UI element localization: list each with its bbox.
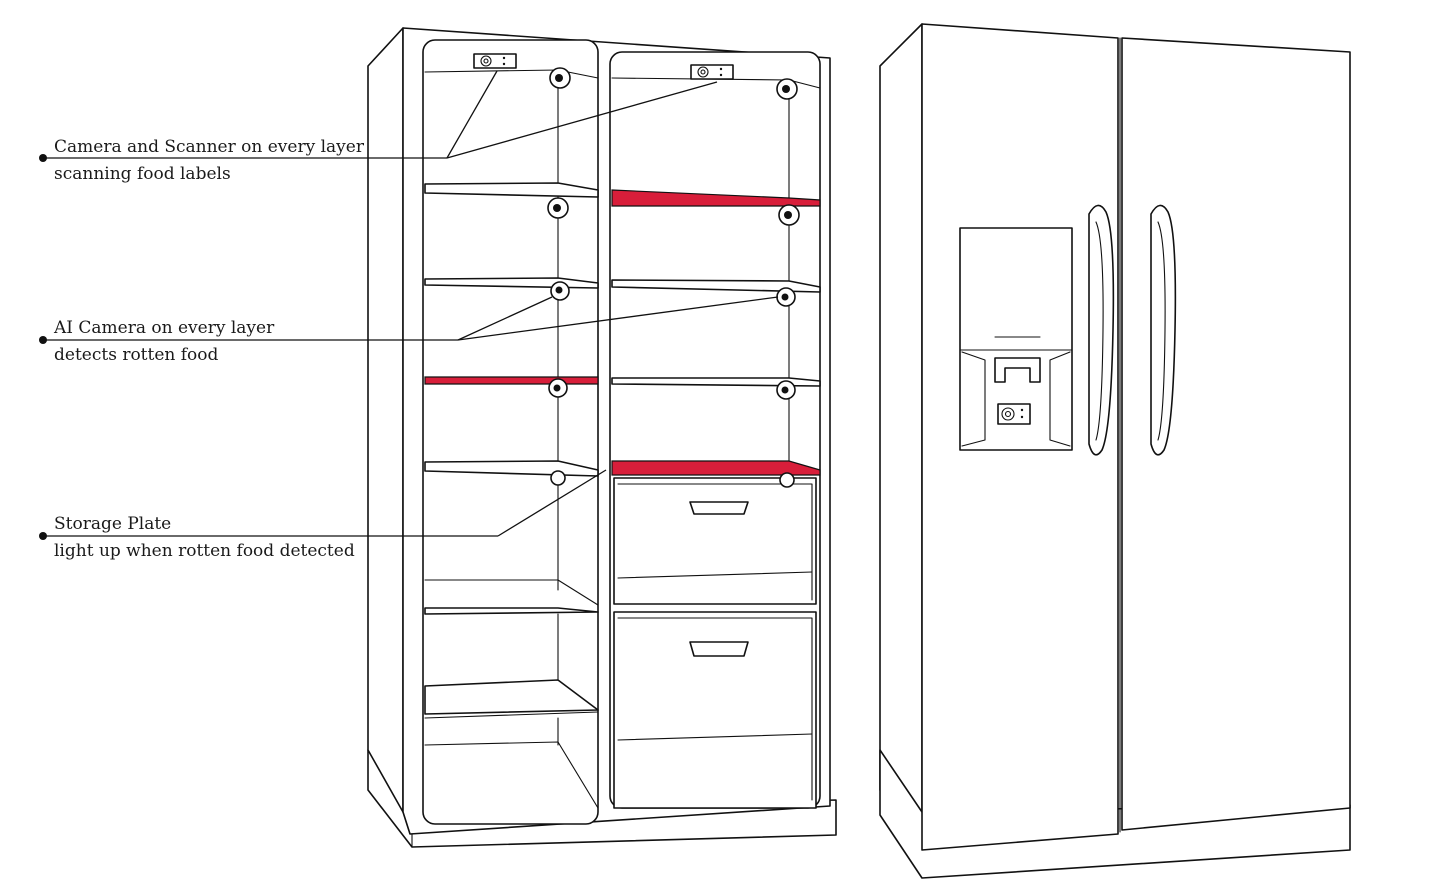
callout-storage-plate-line1: Storage Plate bbox=[54, 514, 171, 534]
camera-icon bbox=[551, 282, 569, 300]
camera-icon bbox=[777, 79, 797, 99]
open-fridge bbox=[368, 28, 836, 847]
callout-scanner-line1: Camera and Scanner on every layer bbox=[54, 137, 365, 157]
camera-icon bbox=[777, 288, 795, 306]
scanner-icon bbox=[691, 65, 733, 79]
camera-icon bbox=[549, 379, 567, 397]
fridge-side-panel bbox=[368, 28, 403, 812]
callout-storage-plate-line2: light up when rotten food detected bbox=[54, 541, 355, 561]
scanner-icon bbox=[998, 404, 1030, 424]
camera-icon bbox=[551, 471, 565, 485]
fridge-side-panel bbox=[880, 24, 922, 850]
camera-icon bbox=[779, 205, 799, 225]
storage-plate-lit bbox=[425, 377, 598, 384]
callout-ai-camera-line2: detects rotten food bbox=[54, 345, 219, 365]
crisper-drawer-top bbox=[614, 478, 816, 604]
camera-icon bbox=[548, 198, 568, 218]
scanner-icon bbox=[474, 54, 516, 68]
closed-fridge bbox=[880, 24, 1350, 878]
shelf bbox=[425, 608, 598, 614]
camera-icon bbox=[780, 473, 794, 487]
water-dispenser bbox=[960, 228, 1072, 450]
camera-icon bbox=[550, 68, 570, 88]
callout-scanner-line2: scanning food labels bbox=[54, 164, 231, 184]
callout-ai-camera-line1: AI Camera on every layer bbox=[53, 318, 275, 338]
camera-icon bbox=[777, 381, 795, 399]
